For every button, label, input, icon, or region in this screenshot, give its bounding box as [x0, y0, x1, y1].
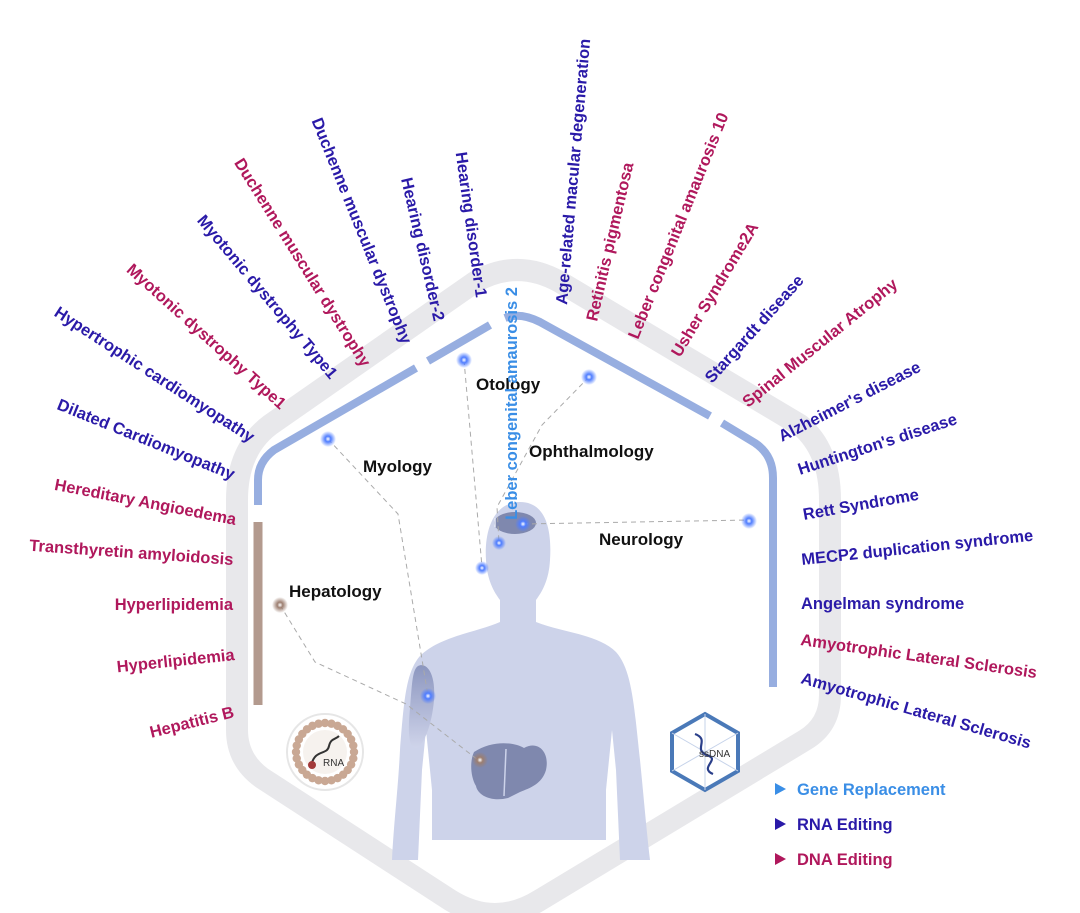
- connector-lines: [279, 359, 750, 761]
- neurology-label: Neurology: [599, 530, 684, 549]
- disease-label-left-1: Hyperlipidemia: [116, 646, 236, 676]
- legend: Gene Replacement RNA Editing DNA Editing: [775, 781, 946, 869]
- disease-label-left-13: Leber congenital amaurosis 2: [503, 287, 521, 520]
- legend-label-rna-editing: RNA Editing: [797, 816, 893, 834]
- ophthalmology-dot: [581, 369, 597, 385]
- ssdna-label: ssDNA: [699, 749, 730, 760]
- lipid-bead: [291, 747, 301, 757]
- lipid-bead: [349, 741, 358, 750]
- disease-label-right-1: Retinitis pigmentosa: [583, 160, 637, 323]
- lipid-bead: [327, 776, 336, 785]
- legend-marker-rna-editing: [775, 818, 786, 830]
- aav-capsid-icon: ssDNA: [670, 711, 740, 793]
- legend-label-gene-replacement: Gene Replacement: [797, 781, 946, 799]
- disease-label-left-4: Hereditary Angioedema: [53, 476, 238, 529]
- legend-item-rna-editing: RNA Editing: [775, 816, 893, 834]
- disease-label-left-3: Transthyretin amyloidosis: [29, 537, 234, 569]
- body-silhouette: [392, 502, 650, 860]
- myology-label: Myology: [363, 457, 432, 476]
- myology-dot: [320, 431, 336, 447]
- lipid-bead: [320, 776, 330, 786]
- disease-label-right-0: Age-related macular degeneration: [553, 38, 594, 305]
- disease-label-left-12: Hearing disorder-1: [452, 151, 490, 299]
- legend-marker-gene-replacement: [775, 783, 786, 795]
- lipid-bead: [320, 718, 330, 728]
- disease-label-left-11: Hearing disorder-2: [397, 176, 448, 323]
- arm-muscle-icon: [408, 665, 435, 748]
- lipid-bead: [314, 719, 323, 728]
- specialty-band-blue: [254, 311, 777, 687]
- disease-label-left-6: Hypertrophic cardiomyopathy: [51, 303, 258, 446]
- otology-dot: [456, 352, 472, 368]
- eye-dot: [492, 536, 506, 550]
- disease-label-right-10: Angelman syndrome: [801, 595, 964, 613]
- neurology-dot: [741, 513, 757, 529]
- brain-dot: [515, 516, 531, 532]
- disease-label-right-2: Leber congenital amaurosis 10: [625, 110, 732, 341]
- legend-label-dna-editing: DNA Editing: [797, 851, 893, 869]
- lipid-bead: [292, 754, 301, 763]
- lipid-nanoparticle-icon: RNA: [286, 713, 364, 791]
- lipid-bead: [349, 747, 359, 757]
- hepatology-dot: [272, 597, 288, 613]
- legend-item-dna-editing: DNA Editing: [775, 851, 893, 869]
- liver-dot: [472, 752, 488, 768]
- liver-icon: [471, 743, 547, 800]
- disease-label-left-0: Hepatitis B: [148, 703, 236, 741]
- ear-dot: [475, 561, 489, 575]
- hepatology-label: Hepatology: [289, 582, 382, 601]
- liver-lobe-divider: [503, 748, 507, 797]
- disease-label-left-2: Hyperlipidemia: [115, 596, 234, 614]
- arm-dot: [420, 688, 436, 704]
- rna-label: RNA: [323, 758, 344, 769]
- legend-item-gene-replacement: Gene Replacement: [775, 781, 946, 799]
- otology-label: Otology: [476, 375, 541, 394]
- legend-marker-dna-editing: [775, 853, 786, 865]
- ophthalmology-label: Ophthalmology: [529, 442, 654, 461]
- site-dots: [272, 352, 757, 768]
